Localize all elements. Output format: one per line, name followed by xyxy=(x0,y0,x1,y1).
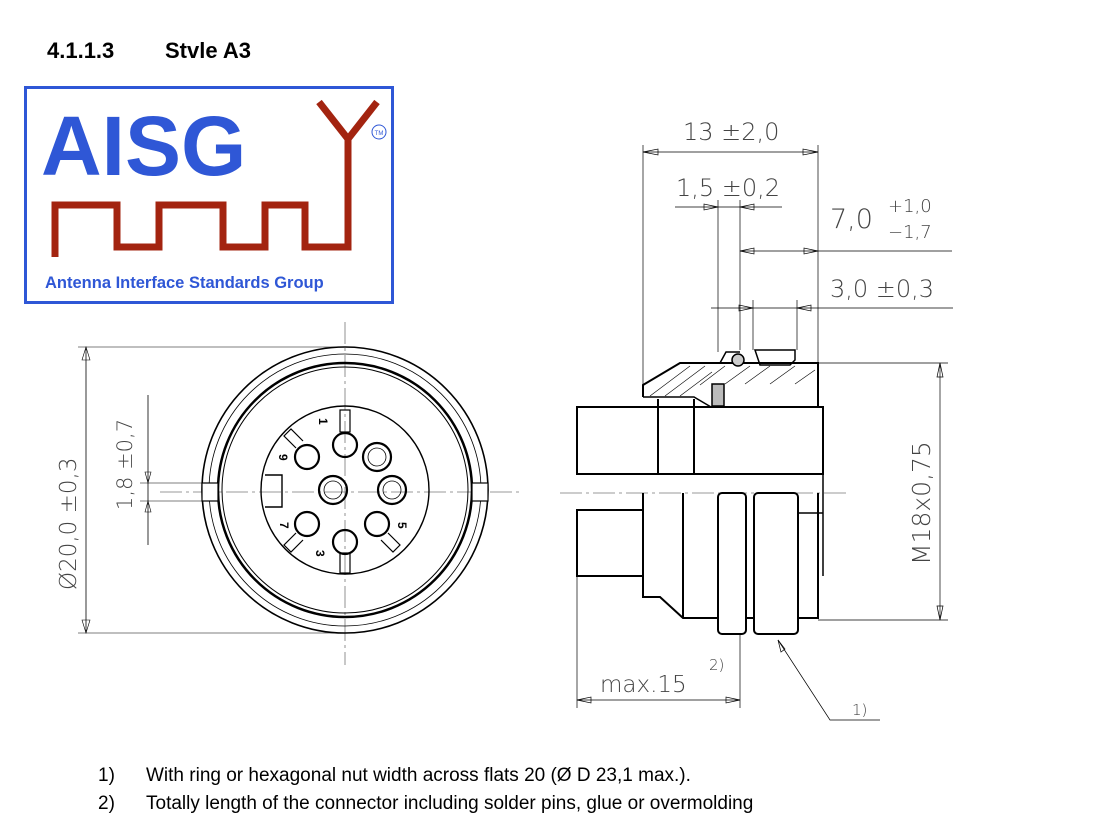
pin-label-9: 9 xyxy=(276,454,290,461)
max-length-footnote-ref: 2) xyxy=(709,656,724,674)
seal-dimension: 1,5 ±0,2 xyxy=(676,174,780,202)
nut-tolerance-upper: +1,0 xyxy=(888,196,932,217)
section-title: Stvle A3 xyxy=(165,38,252,63)
aisg-logo-graphic: AISG TM xyxy=(41,99,387,257)
max-length-dimension: max.15 xyxy=(600,672,687,698)
diameter-dimension: Ø20,0 ±0,3 xyxy=(56,458,82,590)
contact-pins xyxy=(283,409,408,574)
footnote-text: With ring or hexagonal nut width across … xyxy=(146,765,691,786)
pin-label-7: 7 xyxy=(277,522,291,529)
nut-callout: 1) xyxy=(852,701,867,719)
logo-wordmark: AISG xyxy=(41,99,246,193)
footnote: 1) With ring or hexagonal nut width acros… xyxy=(98,762,753,790)
pin-label-1: 1 xyxy=(316,418,330,425)
slot-dimension: 1,8 ±0,7 xyxy=(113,419,137,510)
ring-dimension: 3,0 ±0,3 xyxy=(830,275,934,303)
pin-label-5: 5 xyxy=(395,522,409,529)
section-heading: 4.1.1.3 Stvle A3 xyxy=(47,38,251,64)
front-view xyxy=(78,322,520,665)
section-number: 4.1.1.3 xyxy=(47,38,115,63)
length-dimension: 13 ±2,0 xyxy=(683,118,779,146)
footnotes: 1) With ring or hexagonal nut width acros… xyxy=(98,762,753,818)
nut-tolerance-lower: −1,7 xyxy=(888,222,932,243)
trademark-symbol: TM xyxy=(375,131,384,137)
footnote-text: Totally length of the connector includin… xyxy=(146,793,754,814)
side-view xyxy=(560,145,953,721)
footnote-number: 1) xyxy=(98,765,115,786)
pin-label-3: 3 xyxy=(313,550,327,557)
nut-dimension: 7,0 xyxy=(830,204,873,235)
aisg-logo: AISG TM Antenna Interface Standards Grou… xyxy=(24,86,394,304)
thread-dimension: M18x0,75 xyxy=(907,441,936,565)
footnote: 2) Totally length of the connector includ… xyxy=(98,790,753,818)
footnote-number: 2) xyxy=(98,793,115,814)
logo-subtitle: Antenna Interface Standards Group xyxy=(45,274,324,292)
